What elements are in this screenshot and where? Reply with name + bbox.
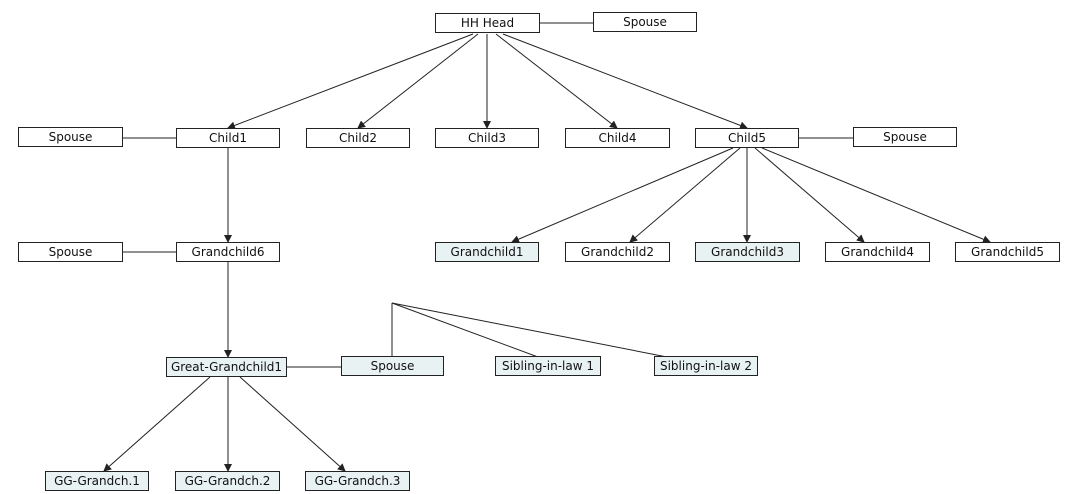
edge-child5-to-grandchild1: [511, 147, 734, 243]
node-child1: Child1: [176, 128, 280, 148]
node-sibling-in-law-2: Sibling-in-law 2: [654, 356, 758, 376]
node-child4: Child4: [565, 128, 670, 148]
edge-spouse-family-to-sibling-in-law-1: [391, 302, 539, 358]
node-child5-spouse: Spouse: [853, 127, 957, 147]
node-grandchild6-spouse: Spouse: [18, 242, 123, 262]
edge-hh-head-to-child1: [227, 33, 474, 130]
node-gg-spouse: Spouse: [341, 356, 444, 376]
node-grandchild1: Grandchild1: [435, 242, 539, 262]
node-child3: Child3: [435, 128, 539, 148]
node-child5: Child5: [695, 128, 799, 148]
node-grandchild4: Grandchild4: [825, 242, 930, 262]
node-child1-spouse: Spouse: [18, 127, 123, 147]
edge-spouse-family-to-sibling-in-law-2: [391, 302, 668, 358]
node-hh-head-spouse: Spouse: [593, 12, 697, 32]
node-child2: Child2: [306, 128, 410, 148]
node-gg-grandch-2: GG-Grandch.2: [175, 471, 280, 491]
edge-child5-to-grandchild4: [754, 147, 865, 243]
node-grandchild2: Grandchild2: [565, 242, 670, 262]
edge-hh-head-to-child4: [495, 33, 618, 129]
edge-great-grandchild1-to-gg-grandch-3: [239, 376, 346, 472]
node-hh-head: HH Head: [435, 13, 540, 33]
node-gg-grandch-3: GG-Grandch.3: [305, 471, 410, 491]
node-grandchild5: Grandchild5: [955, 242, 1060, 262]
node-gg-grandch-1: GG-Grandch.1: [45, 471, 149, 491]
edge-child5-to-grandchild5: [761, 147, 991, 244]
node-grandchild6: Grandchild6: [176, 242, 280, 262]
edge-child5-to-grandchild2: [629, 147, 741, 243]
edge-hh-head-to-child2: [357, 33, 479, 129]
edge-hh-head-to-child5: [502, 33, 748, 130]
node-great-grandchild1: Great-Grandchild1: [166, 357, 287, 377]
node-grandchild3: Grandchild3: [695, 242, 800, 262]
edge-great-grandchild1-to-gg-grandch-1: [103, 376, 211, 472]
node-sibling-in-law-1: Sibling-in-law 1: [495, 356, 601, 376]
